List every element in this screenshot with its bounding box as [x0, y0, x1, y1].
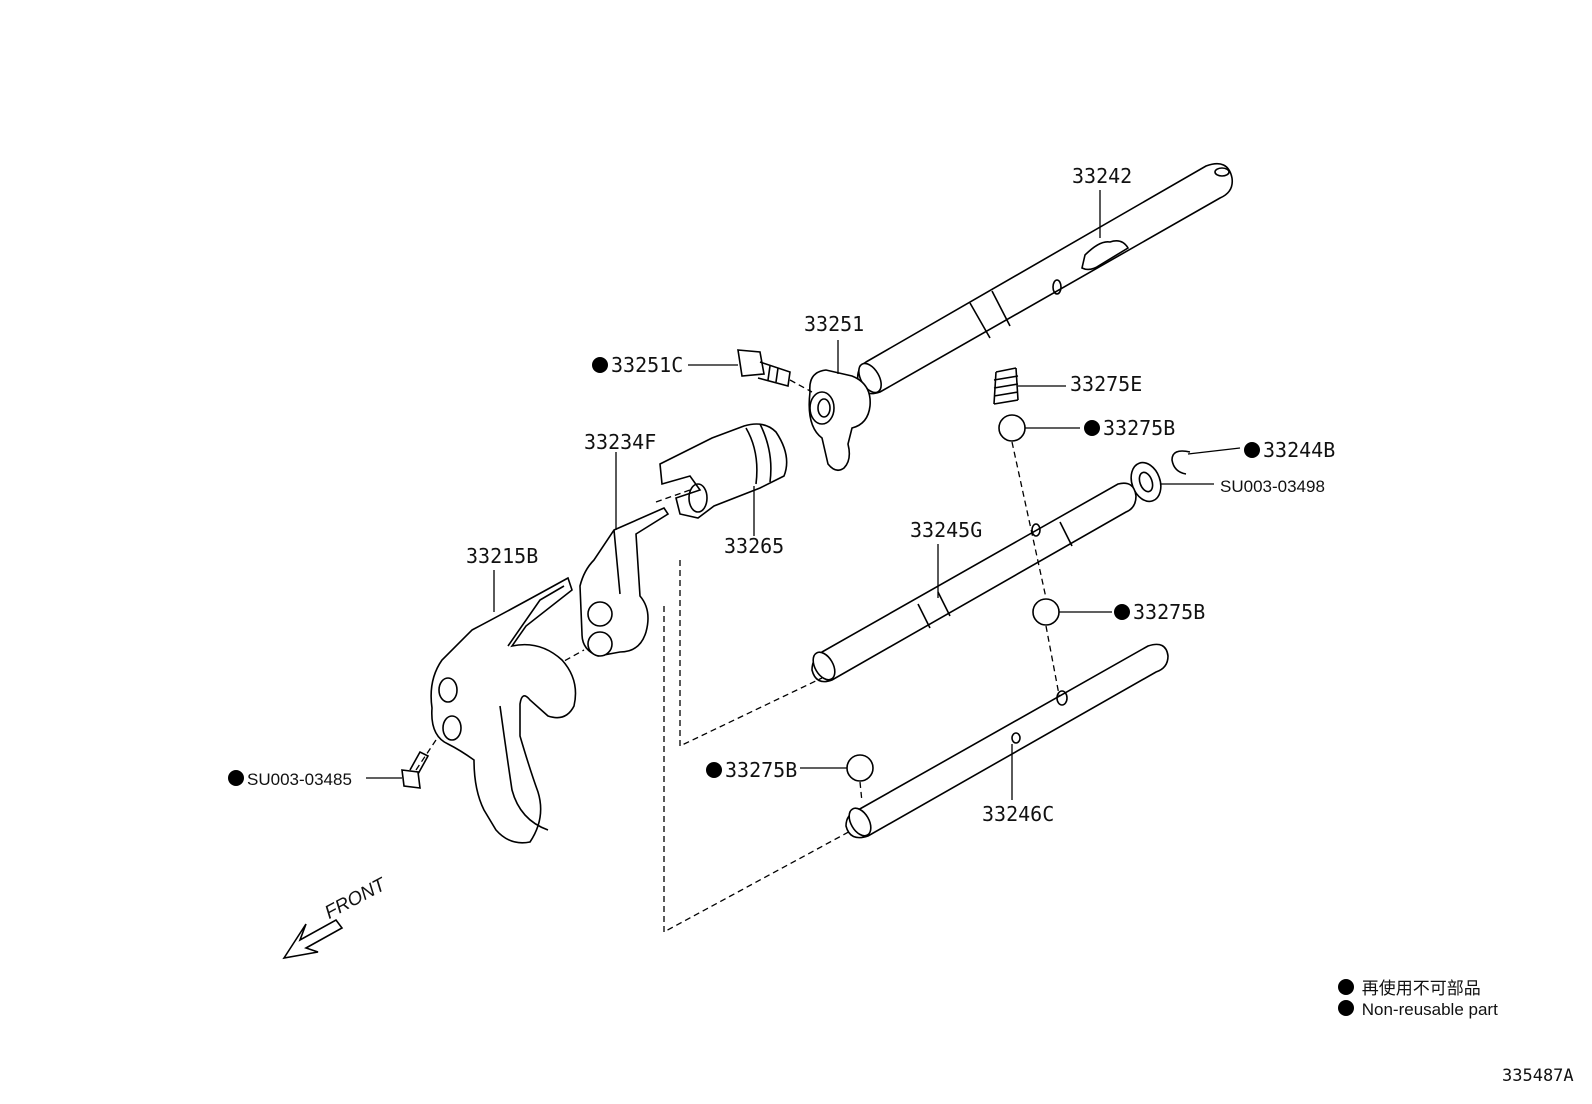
- non-reusable-bullet-icon: [1114, 604, 1130, 620]
- part-label-33251C: 33251C: [592, 355, 683, 375]
- non-reusable-bullet-icon: [1338, 1000, 1354, 1016]
- part-label-33275B-low: 33275B: [706, 760, 797, 780]
- part-label-33275E: 33275E: [1070, 372, 1143, 396]
- part-label-33246C: 33246C: [982, 802, 1055, 826]
- part-label-33275B-top: 33275B: [1084, 418, 1175, 438]
- shift-fork-33215B: [430, 576, 577, 844]
- shift-block-33234F: [579, 506, 670, 657]
- non-reusable-bullet-icon: [1084, 420, 1100, 436]
- shift-rod-33242: [856, 162, 1234, 395]
- non-reusable-bullet-icon: [1244, 442, 1260, 458]
- ball-33275B-mid: [1032, 598, 1060, 626]
- part-label-33265: 33265: [724, 534, 785, 558]
- legend-english: Non-reusable part: [1338, 1000, 1498, 1020]
- non-reusable-bullet-icon: [228, 770, 244, 786]
- clip-33244B: [1171, 450, 1191, 475]
- shift-arm-33251: [808, 369, 871, 472]
- part-label-SU003-03498: SU003-03498: [1220, 477, 1325, 496]
- non-reusable-bullet-icon: [1338, 979, 1354, 995]
- spring-33275E: [993, 367, 1019, 405]
- bolt-SU003-03485: [401, 750, 430, 789]
- part-label-33251: 33251: [804, 312, 865, 336]
- ball-33275B-top: [998, 414, 1026, 442]
- shift-rod-33246C: [845, 643, 1169, 839]
- sleeve-33265: [659, 423, 788, 519]
- part-label-33244B: 33244B: [1244, 440, 1335, 460]
- bolt-33251C: [737, 349, 791, 388]
- part-label-SU003-03485: SU003-03485: [228, 770, 352, 788]
- non-reusable-bullet-icon: [706, 762, 722, 778]
- front-arrow-icon: [282, 918, 344, 960]
- part-label-33234F: 33234F: [584, 430, 657, 454]
- ball-33275B-low: [846, 754, 874, 782]
- non-reusable-bullet-icon: [592, 357, 608, 373]
- part-label-33242: 33242: [1072, 164, 1133, 188]
- shift-rod-33245G: [811, 482, 1137, 683]
- part-label-33245G: 33245G: [910, 518, 983, 542]
- legend-japanese: 再使用不可部品: [1338, 974, 1481, 999]
- leader-33244B: [1187, 447, 1241, 455]
- part-label-33215B: 33215B: [466, 544, 539, 568]
- part-label-33275B-mid: 33275B: [1114, 602, 1205, 622]
- diagram-reference-number: 335487A: [1502, 1066, 1574, 1086]
